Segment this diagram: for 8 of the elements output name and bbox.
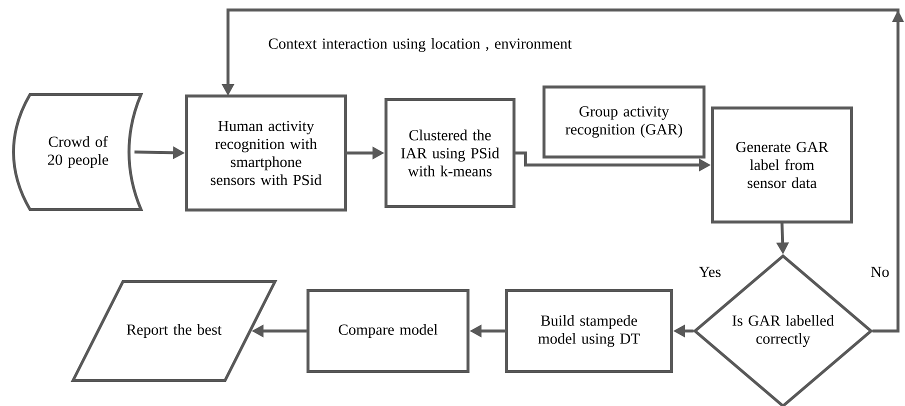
process-box: Clustered the IAR using PSid with k-means xyxy=(384,98,516,208)
process-box: Human activity recognition with smartphone sensors with PSid xyxy=(185,94,347,212)
process-box: Build stampede model using DT xyxy=(505,289,673,373)
process-box: Compare model xyxy=(306,289,470,373)
process-box: Generate GAR label from sensor data xyxy=(711,106,853,224)
edge-label: Yes xyxy=(698,266,722,278)
process-box: Group activity recognition (GAR) xyxy=(542,86,706,158)
note-text: Context interaction using location , environment xyxy=(268,38,572,52)
